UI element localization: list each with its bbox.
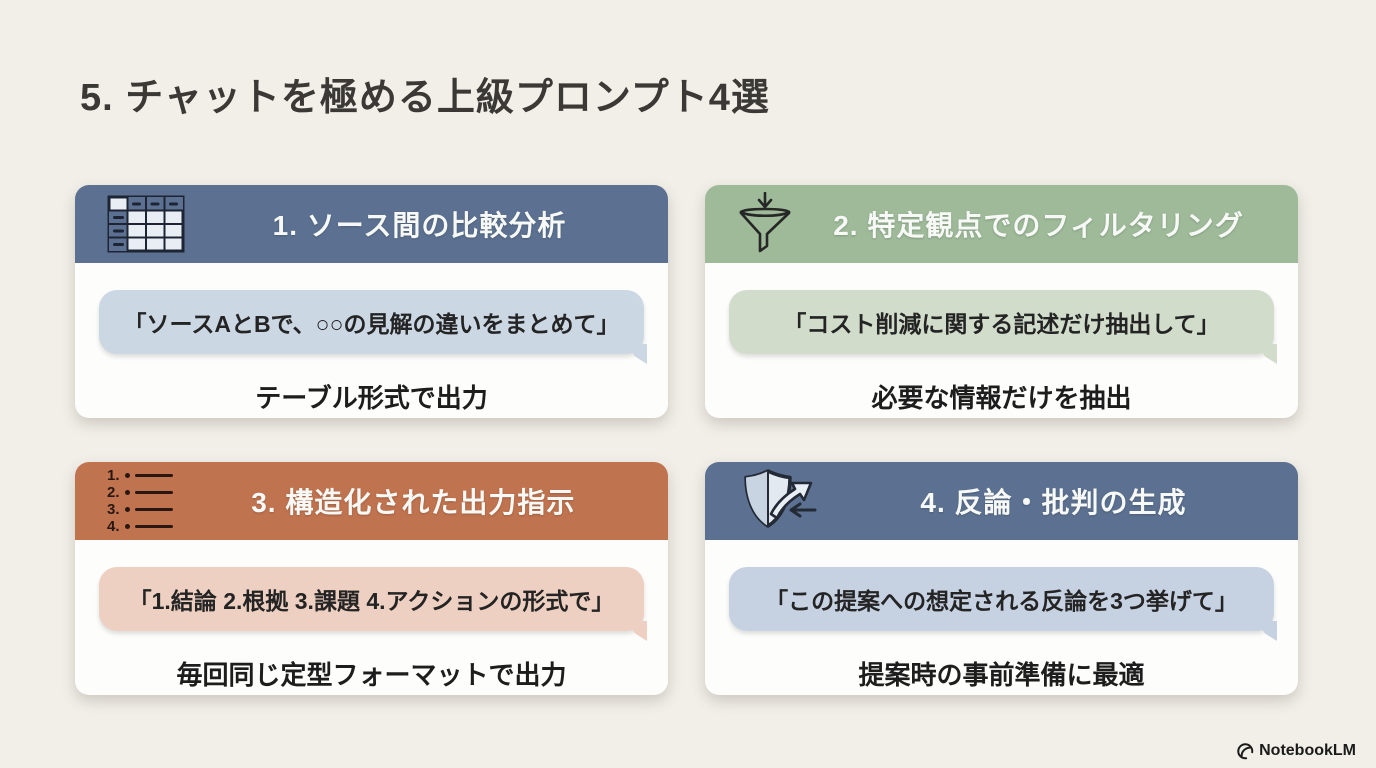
card-counterargument: 4. 反論・批判の生成 「この提案への想定される反論を3つ挙げて」 提案時の事前…	[705, 462, 1298, 695]
card-filtering: 2. 特定観点でのフィルタリング 「コスト削減に関する記述だけ抽出して」 必要な…	[705, 185, 1298, 418]
card-title: 1. ソース間の比較分析	[272, 210, 567, 241]
card-body: 「この提案への想定される反論を3つ挙げて」 提案時の事前準備に最適	[705, 540, 1298, 695]
prompt-bubble: 「1.結論 2.根拠 3.課題 4.アクションの形式で」	[99, 567, 644, 631]
card-header: 4. 反論・批判の生成	[705, 462, 1298, 540]
card-title: 4. 反論・批判の生成	[920, 487, 1187, 518]
card-header: 1. 2. 3. 4.	[75, 462, 668, 540]
card-title: 2. 特定観点でのフィルタリング	[833, 210, 1244, 241]
page-title: 5. チャットを極める上級プロンプト4選	[80, 77, 770, 119]
card-caption: 必要な情報だけを抽出	[871, 383, 1132, 413]
shield-arrows-icon	[737, 468, 823, 534]
funnel-icon	[737, 192, 793, 256]
prompt-bubble: 「コスト削減に関する記述だけ抽出して」	[729, 290, 1274, 354]
numbered-list-icon: 1. 2. 3. 4.	[107, 468, 173, 534]
card-title: 3. 構造化された出力指示	[251, 487, 576, 518]
card-caption: 毎回同じ定型フォーマットで出力	[176, 660, 567, 690]
card-caption: テーブル形式で出力	[255, 383, 488, 413]
card-body: 「1.結論 2.根拠 3.課題 4.アクションの形式で」 毎回同じ定型フォーマッ…	[75, 540, 668, 695]
card-structured-output: 1. 2. 3. 4.	[75, 462, 668, 695]
card-body: 「コスト削減に関する記述だけ抽出して」 必要な情報だけを抽出	[705, 263, 1298, 418]
watermark-label: NotebookLM	[1259, 742, 1356, 759]
prompt-bubble: 「この提案への想定される反論を3つ挙げて」	[729, 567, 1274, 631]
prompt-bubble: 「ソースAとBで、○○の見解の違いをまとめて」	[99, 290, 644, 354]
card-grid: 1. ソース間の比較分析 「ソースAとBで、○○の見解の違いをまとめて」 テーブ…	[75, 185, 1298, 695]
card-source-comparison: 1. ソース間の比較分析 「ソースAとBで、○○の見解の違いをまとめて」 テーブ…	[75, 185, 668, 418]
card-caption: 提案時の事前準備に最適	[858, 660, 1145, 690]
notebooklm-watermark: NotebookLM	[1237, 742, 1356, 760]
notebooklm-logo-icon	[1237, 742, 1254, 760]
table-icon	[107, 195, 185, 253]
card-header: 1. ソース間の比較分析	[75, 185, 668, 263]
card-body: 「ソースAとBで、○○の見解の違いをまとめて」 テーブル形式で出力	[75, 263, 668, 418]
card-header: 2. 特定観点でのフィルタリング	[705, 185, 1298, 263]
